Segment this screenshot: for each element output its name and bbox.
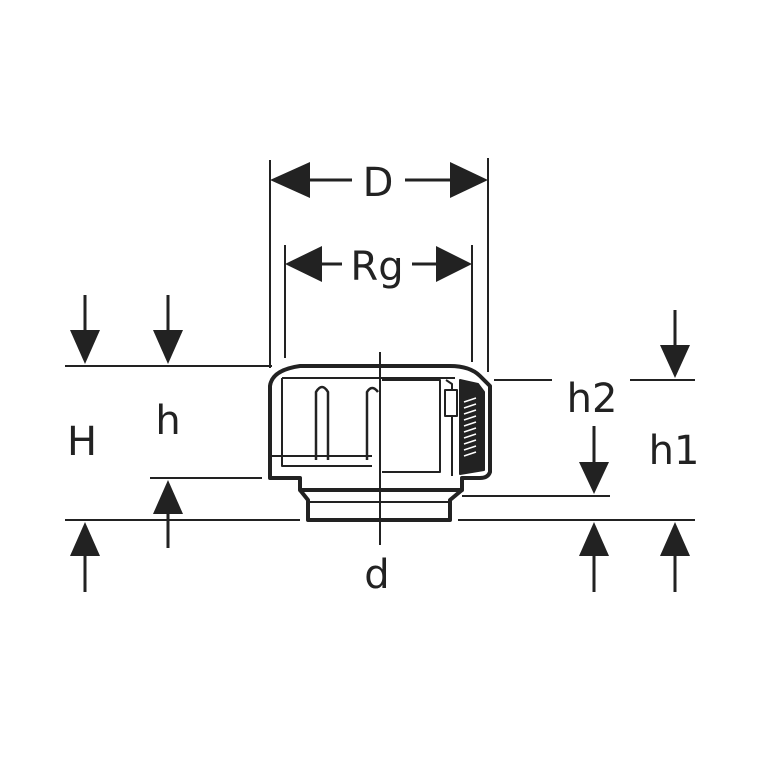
arrowhead-H-top <box>70 330 100 364</box>
label-D: D <box>363 160 394 206</box>
seal-ring <box>444 389 458 417</box>
arrowhead-Rg-left <box>285 246 322 282</box>
slot-cutout-2 <box>365 386 379 460</box>
label-h1: h1 <box>649 428 700 474</box>
arrowhead-h-bottom <box>153 480 183 514</box>
label-d: d <box>364 552 389 598</box>
arrowhead-h2-top <box>660 345 690 378</box>
arrowhead-h1-left <box>579 522 609 556</box>
arrowhead-D-left <box>270 162 310 198</box>
arrowhead-h-top <box>153 330 183 364</box>
slot-cutout-1 <box>314 385 330 460</box>
arrowhead-h2-bottom <box>579 462 609 494</box>
thread-band <box>459 379 485 475</box>
dimension-h: h <box>153 295 183 548</box>
arrowhead-Rg-right <box>436 246 472 282</box>
arrowhead-h1-right <box>660 522 690 556</box>
inner-bore-right <box>382 379 441 473</box>
label-H: H <box>67 419 97 465</box>
label-h2: h2 <box>567 376 618 422</box>
dimension-Rg: Rg <box>284 244 473 362</box>
arrowhead-D-right <box>450 162 488 198</box>
dimension-H: H <box>67 295 100 592</box>
thread-teeth <box>463 397 477 457</box>
nut-left-inner-wall <box>281 378 372 467</box>
nut-outline <box>268 364 492 492</box>
arrowhead-H-bottom <box>70 522 100 556</box>
dimension-D: D <box>269 158 489 372</box>
label-Rg: Rg <box>350 244 403 290</box>
thread-shoulder <box>445 379 453 476</box>
label-h: h <box>155 398 180 444</box>
reference-lines <box>65 365 695 521</box>
dimension-h2: h2 <box>567 310 690 494</box>
fitting-body <box>268 364 492 522</box>
dimension-h1: h1 <box>579 428 699 592</box>
